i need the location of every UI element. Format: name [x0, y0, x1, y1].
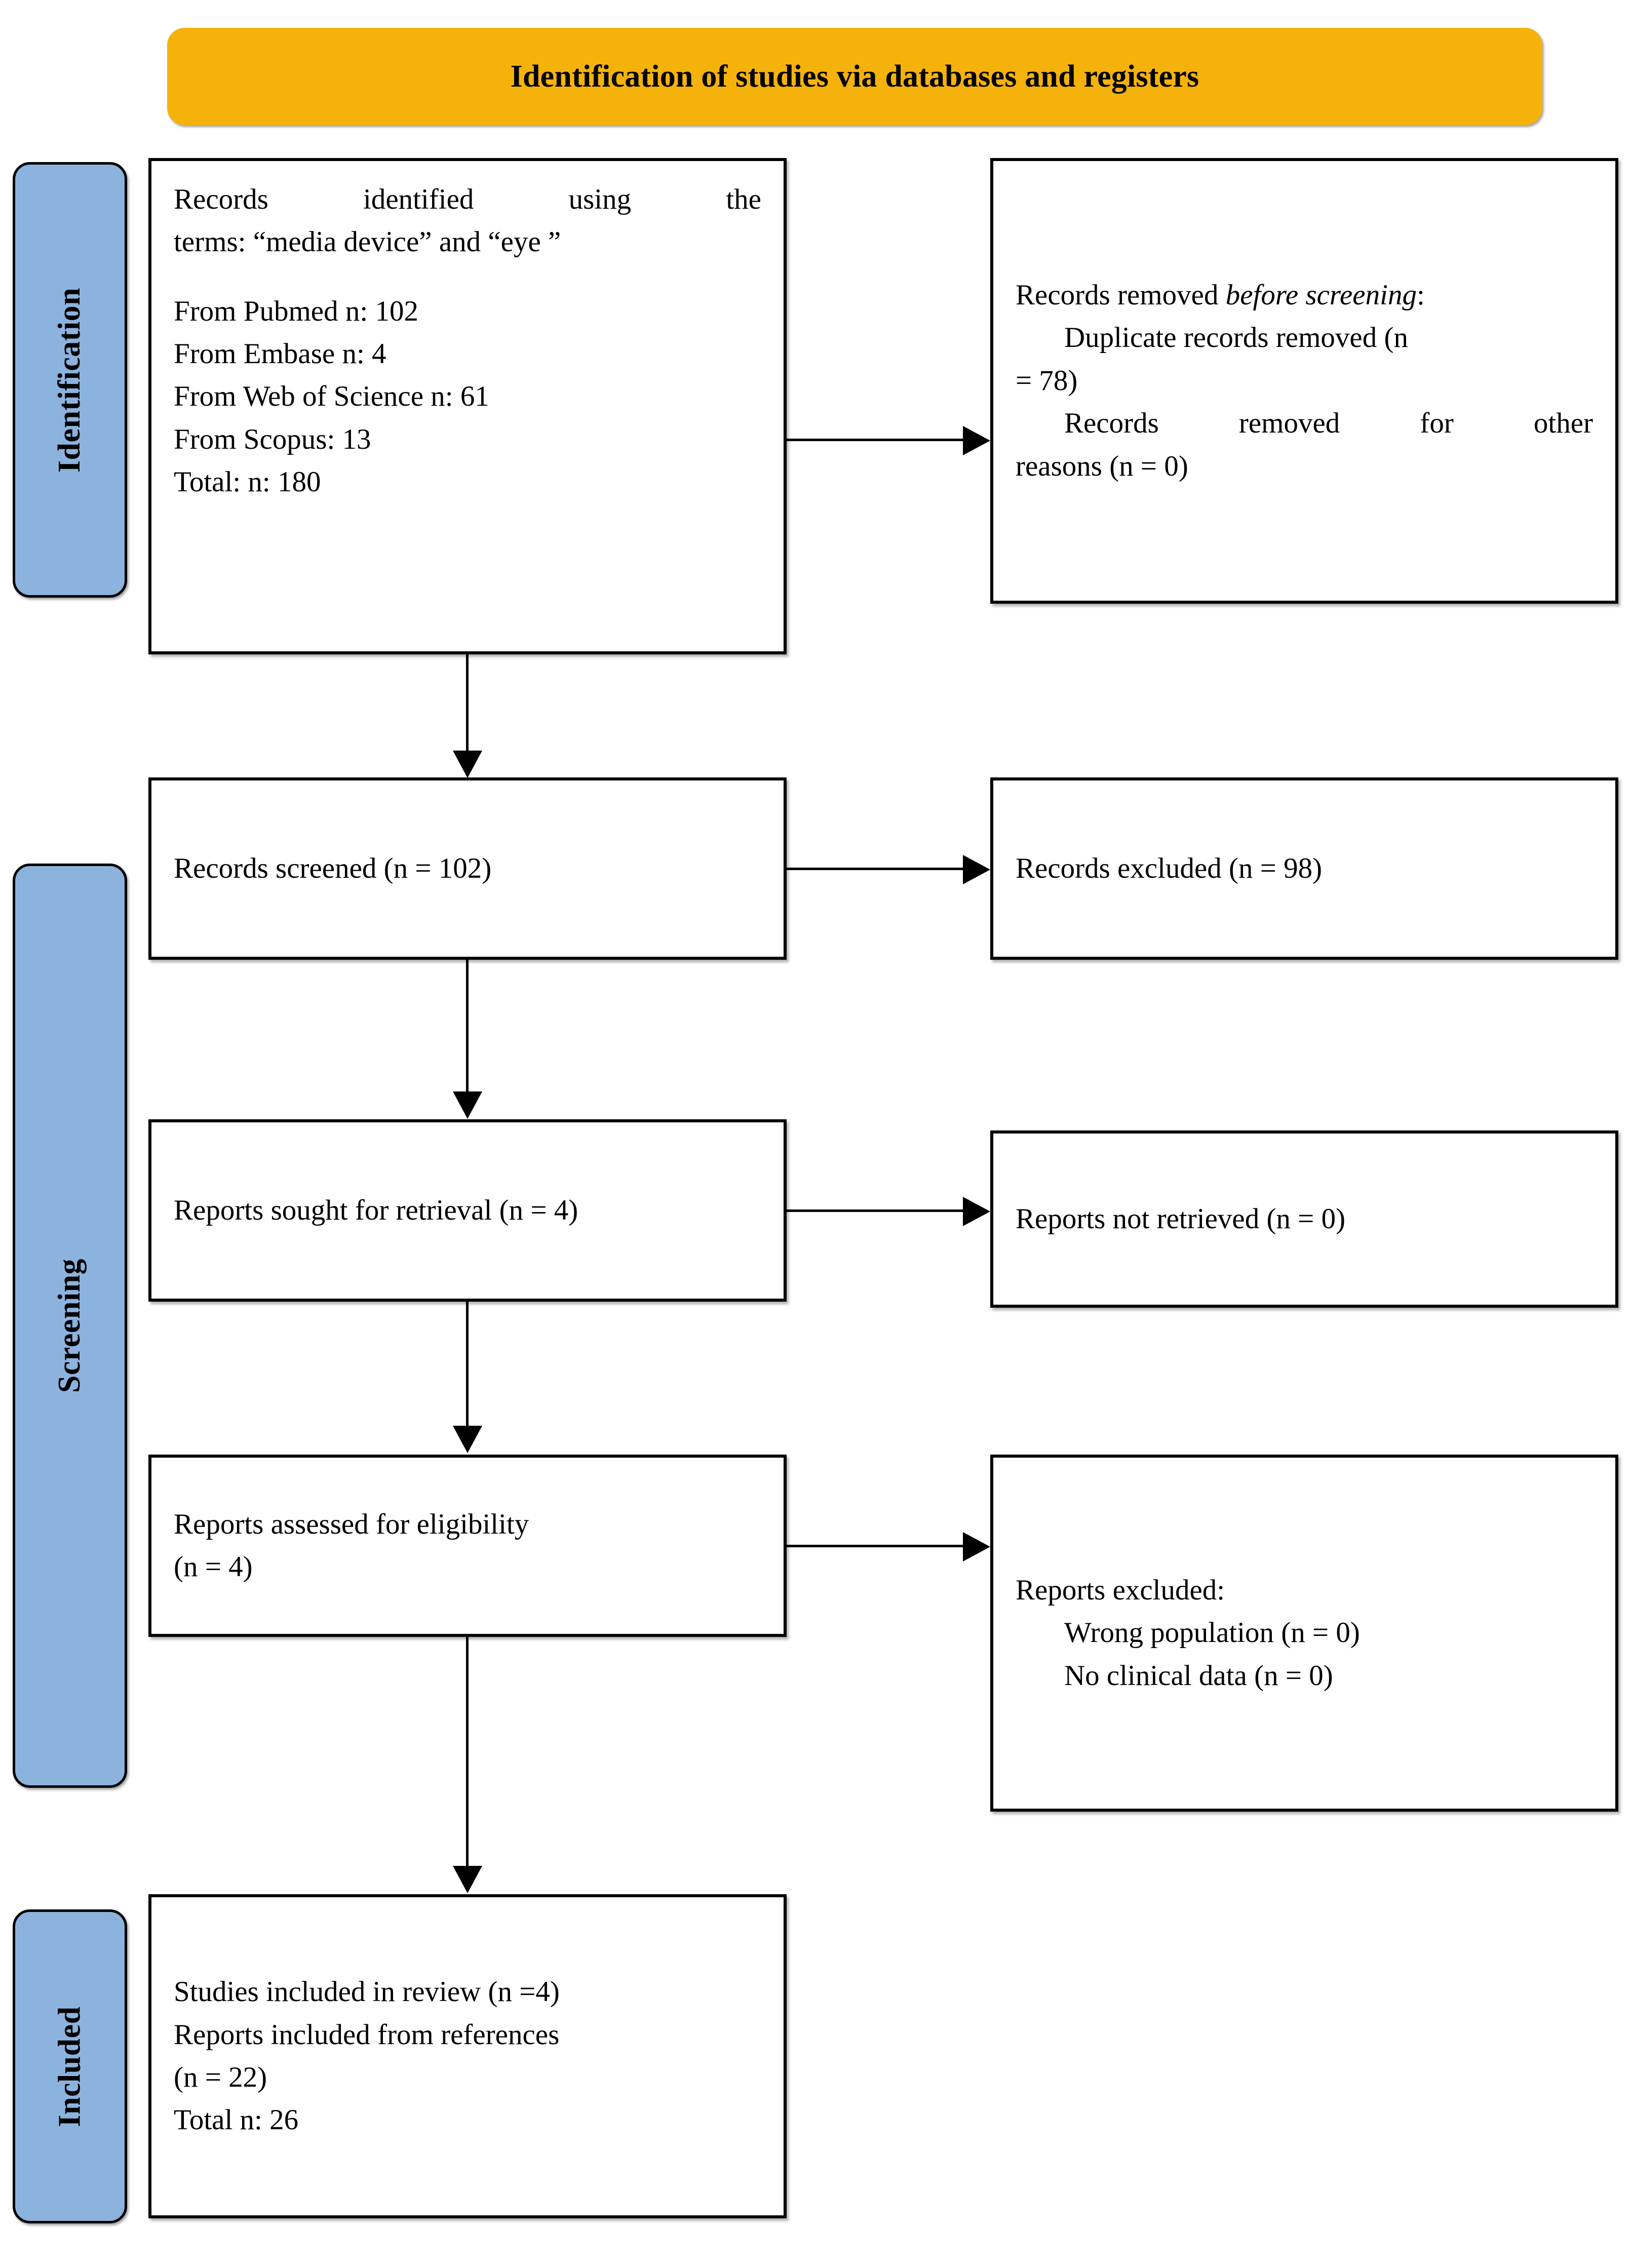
- box-studies-included: Studies included in review (n =4) Report…: [148, 1894, 787, 2218]
- box-records-identified: Records identified using the terms: “med…: [148, 158, 787, 654]
- source-count-embase: From Embase n: 4: [174, 338, 386, 370]
- records-removed-other-reasons-cont: reasons (n = 0): [1016, 450, 1188, 482]
- records-removed-heading-colon: :: [1416, 279, 1425, 311]
- reports-not-retrieved-label: Reports not retrieved (n = 0): [1016, 1202, 1346, 1235]
- arrowhead-sought-to-not-retrieved: [963, 1197, 990, 1226]
- box-records-removed: Records removed before screening: Duplic…: [990, 158, 1618, 604]
- page-title: Identification of studies via databases …: [510, 59, 1199, 94]
- connector-assessed-to-included: [466, 1637, 469, 1866]
- box-reports-sought: Reports sought for retrieval (n = 4): [148, 1119, 787, 1302]
- studies-included-line1: Studies included in review (n =4): [174, 1976, 560, 2008]
- records-removed-heading-italic: before screening: [1225, 279, 1417, 311]
- reports-sought-label: Reports sought for retrieval (n = 4): [174, 1194, 578, 1226]
- records-identified-line1: Records identified using the: [174, 183, 761, 215]
- stage-label-screening: Screening: [52, 1258, 87, 1393]
- duplicate-records-removed-cont: = 78): [1016, 364, 1078, 397]
- source-count-total: Total: n: 180: [174, 466, 321, 498]
- reports-assessed-line1: Reports assessed for eligibility: [174, 1508, 529, 1540]
- reports-excluded-heading: Reports excluded:: [1016, 1574, 1225, 1606]
- records-removed-heading-plain: Records removed: [1016, 279, 1226, 311]
- records-excluded-label: Records excluded (n = 98): [1016, 852, 1323, 884]
- studies-included-line2: Reports included from references: [174, 2018, 560, 2051]
- records-removed-other-reasons: Records removed for other: [1064, 407, 1593, 440]
- paragraph-spacer: [174, 264, 761, 290]
- arrowhead-sought-to-assessed: [453, 1426, 482, 1453]
- header-banner: Identification of studies via databases …: [167, 28, 1542, 125]
- reports-assessed-line2: (n = 4): [174, 1551, 253, 1583]
- stage-tab-included: Included: [13, 1909, 127, 2223]
- connector-sought-to-assessed: [466, 1302, 469, 1426]
- stage-tab-identification: Identification: [13, 162, 127, 598]
- stage-label-included: Included: [52, 2006, 87, 2127]
- reports-excluded-no-clinical-data: No clinical data (n = 0): [1064, 1659, 1333, 1692]
- connector-assessed-to-reports-excluded: [787, 1545, 963, 1547]
- stage-label-identification: Identification: [52, 287, 87, 473]
- connector-screened-to-sought: [466, 960, 469, 1091]
- arrowhead-identified-to-removed: [963, 426, 990, 455]
- source-count-pubmed: From Pubmed n: 102: [174, 295, 418, 327]
- reports-excluded-wrong-population: Wrong population (n = 0): [1064, 1617, 1360, 1649]
- connector-identified-to-removed: [787, 439, 963, 441]
- arrowhead-screened-to-sought: [453, 1091, 482, 1119]
- connector-screened-to-excluded: [787, 868, 963, 870]
- source-count-web-of-science: From Web of Science n: 61: [174, 380, 489, 413]
- arrowhead-assessed-to-included: [453, 1866, 482, 1893]
- box-reports-excluded: Reports excluded: Wrong population (n = …: [990, 1455, 1618, 1812]
- box-records-screened: Records screened (n = 102): [148, 777, 787, 960]
- duplicate-records-removed: Duplicate records removed (n: [1064, 322, 1408, 354]
- box-records-excluded: Records excluded (n = 98): [990, 777, 1618, 960]
- records-removed-heading: Records removed before screening:: [1016, 274, 1593, 317]
- connector-identified-to-screened: [466, 654, 469, 751]
- arrowhead-identified-to-screened: [453, 751, 482, 778]
- source-count-scopus: From Scopus: 13: [174, 423, 371, 455]
- records-screened-label: Records screened (n = 102): [174, 852, 492, 884]
- box-reports-not-retrieved: Reports not retrieved (n = 0): [990, 1130, 1618, 1308]
- arrowhead-assessed-to-reports-excluded: [963, 1532, 990, 1561]
- stage-tab-screening: Screening: [13, 864, 127, 1788]
- arrowhead-screened-to-excluded: [963, 855, 990, 884]
- studies-included-line4: Total n: 26: [174, 2104, 299, 2136]
- box-reports-assessed: Reports assessed for eligibility (n = 4): [148, 1455, 787, 1637]
- records-identified-line2: terms: “media device” and “eye ”: [174, 226, 561, 258]
- studies-included-line3: (n = 22): [174, 2061, 267, 2093]
- connector-sought-to-not-retrieved: [787, 1209, 963, 1212]
